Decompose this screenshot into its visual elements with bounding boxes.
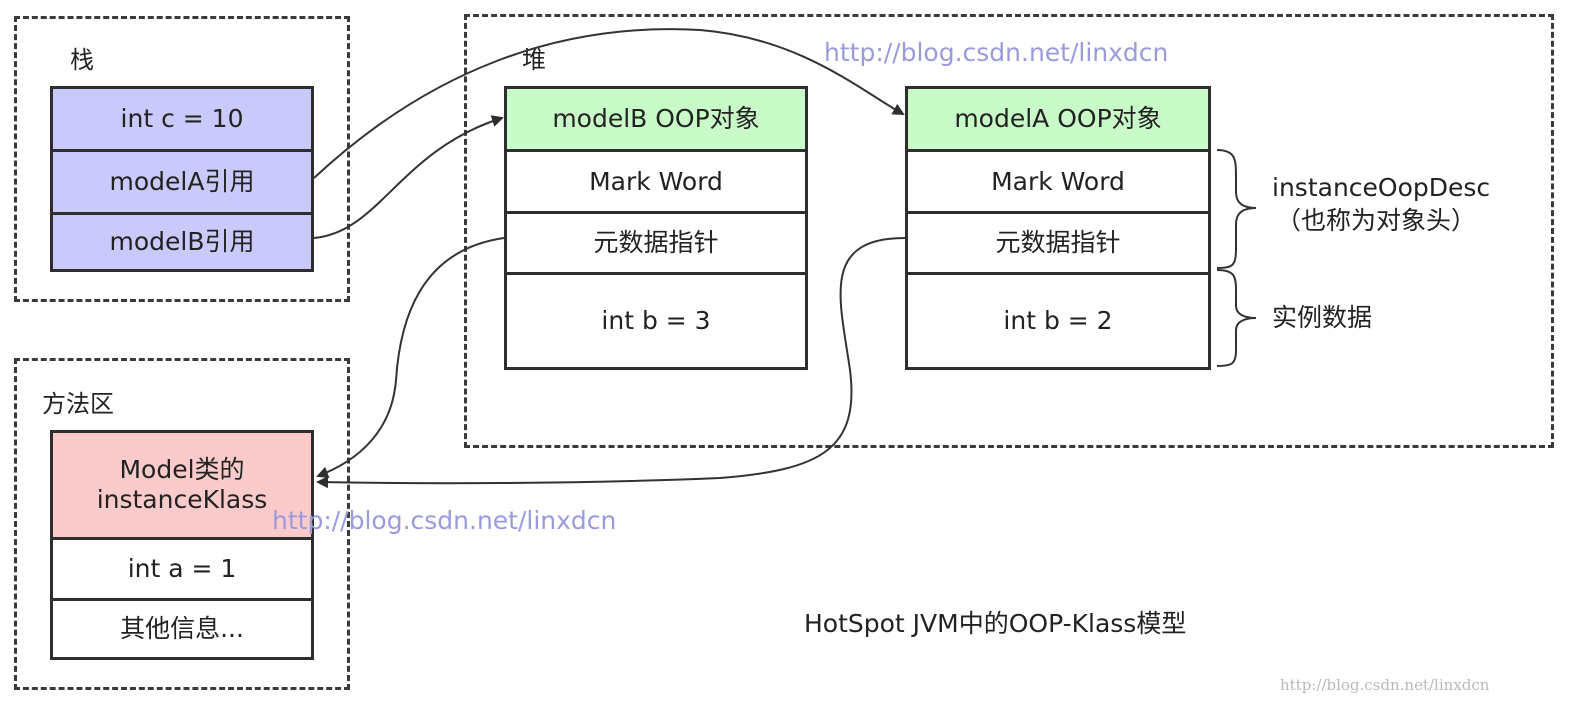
stack-frame: int c = 10 modelA引用 modelB引用 xyxy=(50,86,314,272)
klass-title-line1: Model类的 xyxy=(119,455,245,484)
modelb-metadata-pointer: 元数据指针 xyxy=(507,211,805,272)
modela-oop-title: modelA OOP对象 xyxy=(908,89,1208,149)
modelb-oop-title: modelB OOP对象 xyxy=(507,89,805,149)
klass-title: Model类的 instanceKlass xyxy=(53,433,311,537)
modelb-oop-object: modelB OOP对象 Mark Word 元数据指针 int b = 3 xyxy=(504,86,808,370)
instance-oop-desc-label: instanceOopDesc （也称为对象头） xyxy=(1272,172,1490,237)
klass-title-line2: instanceKlass xyxy=(96,485,268,514)
watermark-corner: http://blog.csdn.net/linxdcn xyxy=(1280,676,1490,694)
stack-ref-modelb: modelB引用 xyxy=(53,212,311,269)
heap-label: 堆 xyxy=(522,46,546,74)
header-name: instanceOopDesc xyxy=(1272,173,1491,202)
modelb-instance-field: int b = 3 xyxy=(507,272,805,367)
klass-other-info: 其他信息... xyxy=(53,598,311,657)
modelb-mark-word: Mark Word xyxy=(507,149,805,211)
modela-mark-word: Mark Word xyxy=(908,149,1208,211)
stack-label: 栈 xyxy=(70,46,94,74)
method-area-region xyxy=(14,358,350,690)
instance-data-label: 实例数据 xyxy=(1272,303,1373,332)
method-area-label: 方法区 xyxy=(42,390,114,418)
model-instance-klass: Model类的 instanceKlass int a = 1 其他信息... xyxy=(50,430,314,660)
modela-metadata-pointer: 元数据指针 xyxy=(908,211,1208,272)
modela-oop-object: modelA OOP对象 Mark Word 元数据指针 int b = 2 xyxy=(905,86,1211,370)
klass-static-field: int a = 1 xyxy=(53,537,311,598)
header-alias: （也称为对象头） xyxy=(1276,205,1477,235)
modela-instance-field: int b = 2 xyxy=(908,272,1208,367)
stack-ref-modela: modelA引用 xyxy=(53,149,311,212)
stack-var-c: int c = 10 xyxy=(53,89,311,149)
watermark-top: http://blog.csdn.net/linxdcn xyxy=(824,38,1169,67)
watermark-middle: http://blog.csdn.net/linxdcn xyxy=(272,506,617,535)
diagram-caption: HotSpot JVM中的OOP-Klass模型 xyxy=(804,609,1187,638)
